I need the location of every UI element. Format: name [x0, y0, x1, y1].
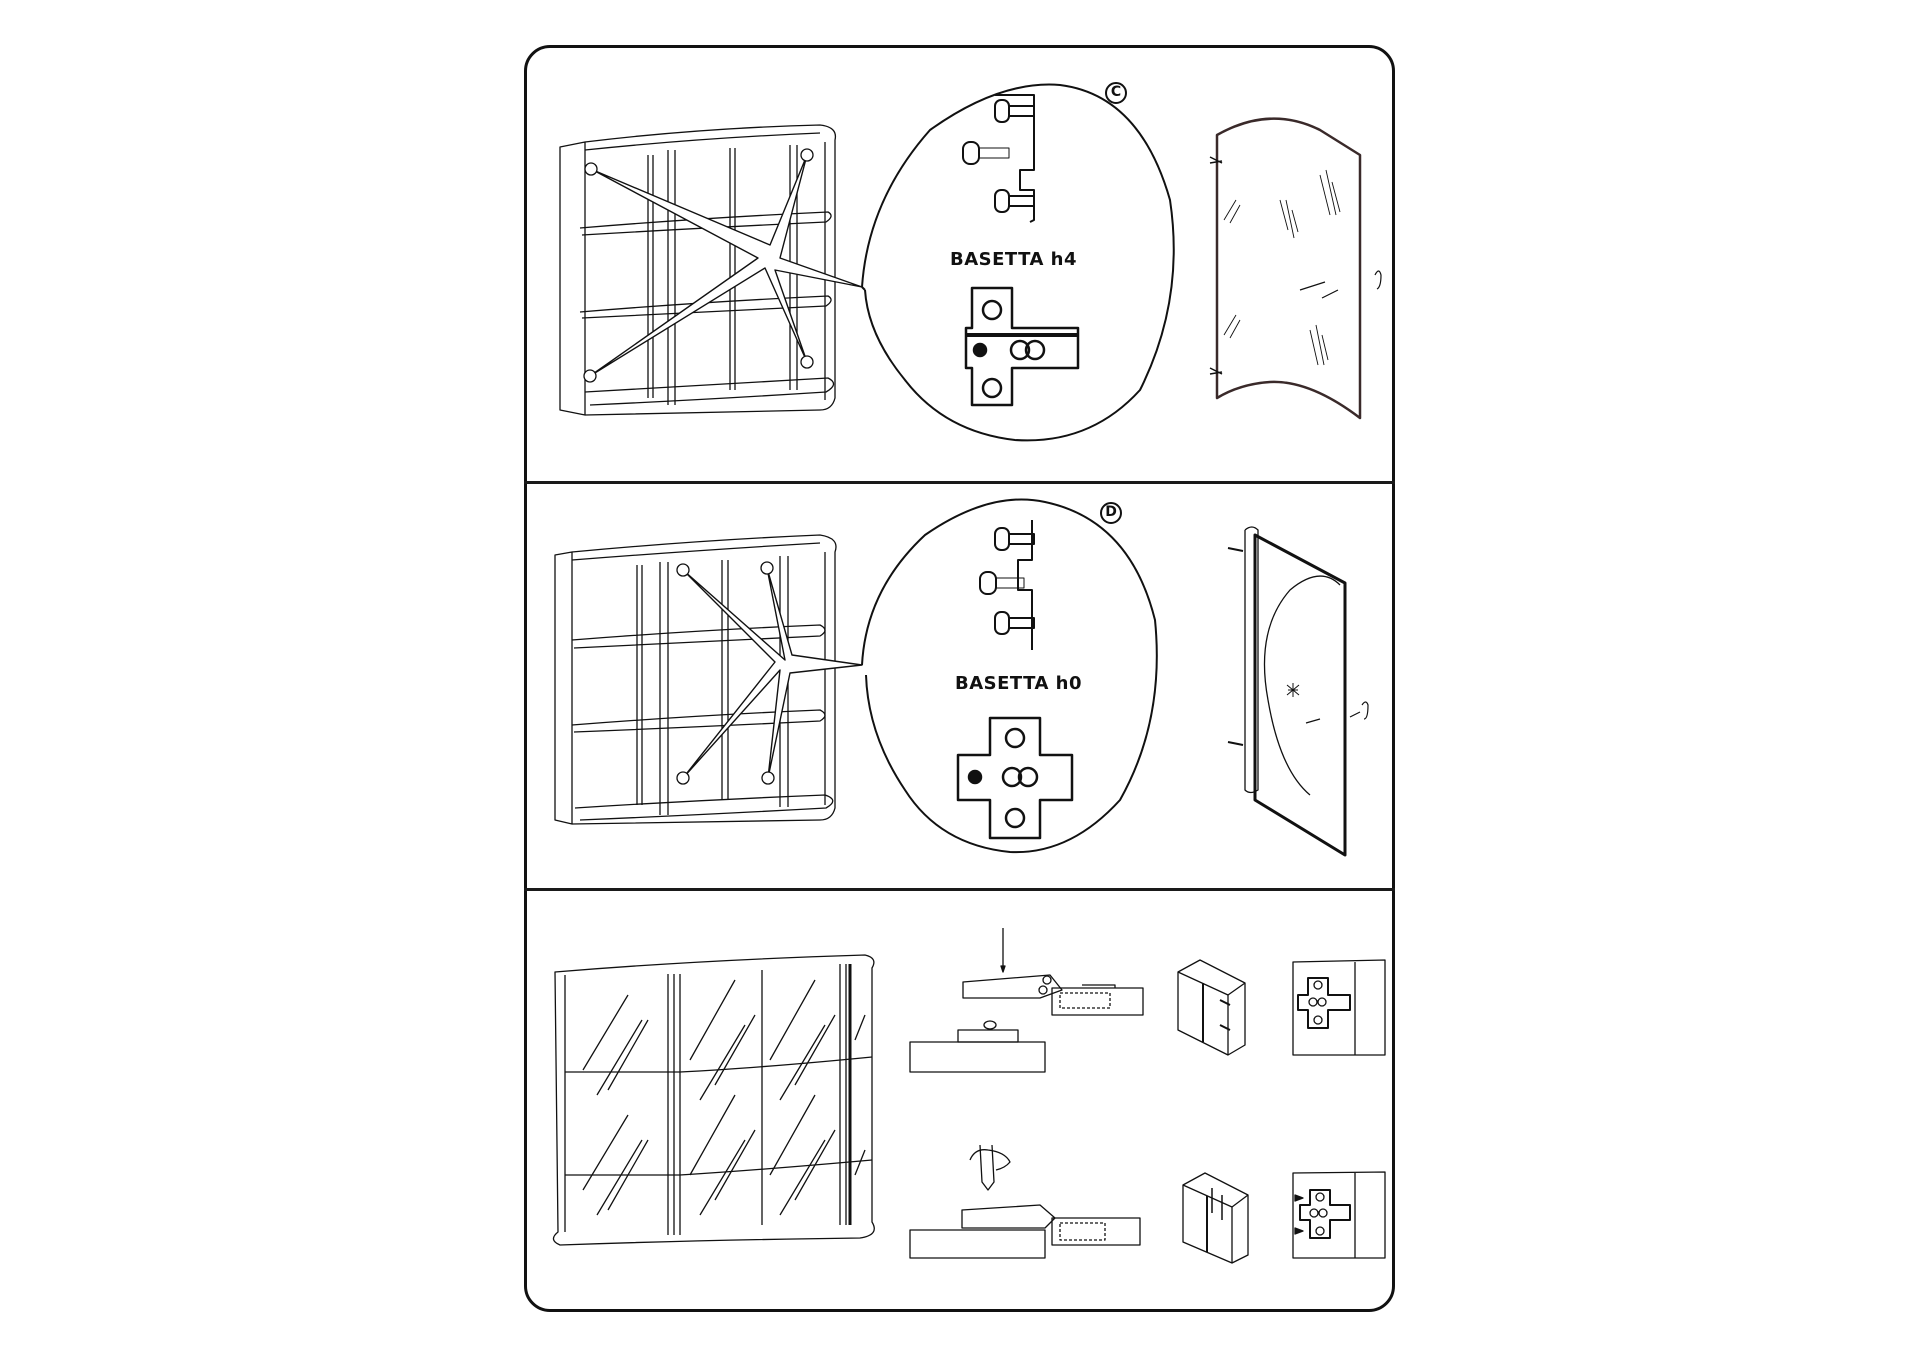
panel-d-cabinet — [554, 534, 863, 825]
hinge-clip-step — [909, 928, 1144, 1073]
panel-c-detail-circle — [861, 83, 1175, 442]
adjust-vertical-detail — [1292, 1171, 1386, 1259]
detail-label-d: BASETTA h0 — [955, 673, 1083, 694]
step-marker-d: D — [1100, 502, 1122, 524]
panel-divider-1 — [524, 481, 1395, 484]
hinge-screw-step — [909, 1144, 1141, 1259]
panel-e-assembled-cabinet — [552, 954, 875, 1246]
panel-d-glass-door — [1227, 526, 1369, 857]
panel-divider-2 — [524, 888, 1395, 891]
adjust-lateral-detail — [1292, 959, 1386, 1056]
detail-label-c: BASETTA h4 — [950, 249, 1078, 270]
instruction-sheet-frame — [524, 45, 1395, 1312]
adjust-lateral-cube — [1177, 959, 1246, 1056]
step-marker-c: C — [1105, 82, 1127, 104]
panel-c-cabinet — [559, 124, 863, 416]
panel-c-curved-door — [1209, 117, 1382, 420]
panel-d-detail-circle — [861, 498, 1158, 854]
adjust-vertical-cube — [1182, 1172, 1249, 1264]
